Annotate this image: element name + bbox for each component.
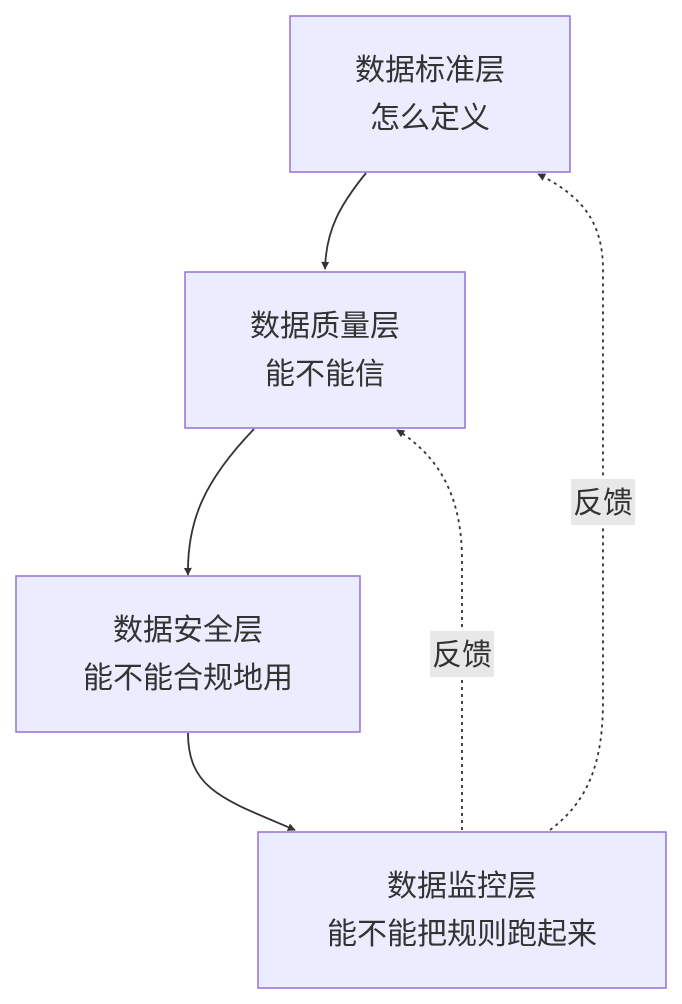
edge-standard-to-quality: [321, 172, 367, 270]
edge-security-to-monitoring: [187, 732, 296, 831]
edge-label-feedback-standard: 反馈: [571, 479, 635, 525]
node-data-standard-layer: 数据标准层 怎么定义: [289, 15, 571, 173]
edge-label-feedback-quality: 反馈: [430, 631, 494, 677]
edge-monitoring-to-standard: [537, 173, 604, 831]
node-data-monitoring-layer: 数据监控层 能不能把规则跑起来: [257, 831, 667, 989]
node-data-security-layer: 数据安全层 能不能合规地用: [15, 575, 361, 733]
node-title: 数据标准层: [355, 53, 505, 88]
node-title: 数据安全层: [113, 613, 263, 648]
node-subtitle: 能不能把规则跑起来: [327, 917, 597, 952]
node-title: 数据监控层: [387, 869, 537, 904]
edge-label-text: 反馈: [573, 486, 633, 521]
node-subtitle: 能不能信: [265, 357, 385, 392]
node-subtitle: 能不能合规地用: [83, 661, 293, 696]
edge-label-text: 反馈: [432, 638, 492, 673]
edge-quality-to-security: [183, 428, 255, 576]
edge-monitoring-to-quality: [396, 429, 463, 830]
node-subtitle: 怎么定义: [370, 101, 490, 136]
node-title: 数据质量层: [250, 309, 400, 344]
node-data-quality-layer: 数据质量层 能不能信: [184, 271, 466, 429]
